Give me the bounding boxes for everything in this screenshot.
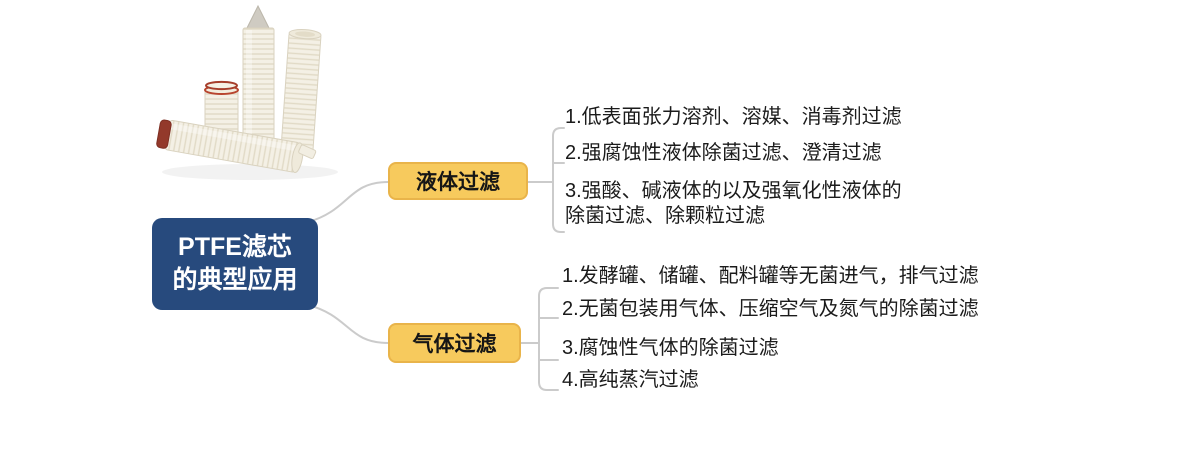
leaf-gas-item-1: 1.发酵罐、储罐、配料罐等无菌进气，排气过滤: [562, 264, 979, 289]
leaf-gas-item-4: 4.高纯蒸汽过滤: [562, 368, 699, 393]
filter-cartridges-photo: [156, 4, 338, 180]
cartridge-lying: [156, 119, 317, 173]
edge-gas-spine: [538, 287, 559, 391]
leaf-liquid-item-2: 2.强腐蚀性液体除菌过滤、澄清过滤: [565, 141, 882, 166]
leaf-gas-item-3: 3.腐蚀性气体的除菌过滤: [562, 336, 779, 361]
leaf-gas-item-2: 2.无菌包装用气体、压缩空气及氮气的除菌过滤: [562, 297, 979, 322]
branch-liquid-label: 液体过滤: [416, 171, 500, 194]
leaf-line: 2.强腐蚀性液体除菌过滤、澄清过滤: [565, 142, 882, 164]
leaf-line: 2.无菌包装用气体、压缩空气及氮气的除菌过滤: [562, 298, 979, 320]
leaf-line: 4.高纯蒸汽过滤: [562, 369, 699, 391]
leaf-line: 1.发酵罐、储罐、配料罐等无菌进气，排气过滤: [562, 265, 979, 287]
photo-shadow: [162, 164, 338, 180]
branch-gas-label: 气体过滤: [412, 333, 497, 356]
edge-liquid-spine: [552, 127, 565, 233]
branch-liquid-filtration: 液体过滤: [388, 162, 528, 200]
leaf-line: 除菌过滤、除颗粒过滤: [565, 205, 765, 227]
leaf-line: 1.低表面张力溶剂、溶媒、消毒剂过滤: [565, 106, 902, 128]
branch-gas-filtration: 气体过滤: [388, 323, 521, 363]
root-topic-label: PTFE滤芯 的典型应用: [172, 233, 298, 294]
cartridge-short: [204, 80, 239, 138]
root-topic: PTFE滤芯 的典型应用: [152, 218, 318, 310]
edge-root-liquid: [307, 181, 389, 223]
leaf-liquid-item-1: 1.低表面张力溶剂、溶媒、消毒剂过滤: [565, 105, 902, 130]
leaf-line: 3.腐蚀性气体的除菌过滤: [562, 337, 779, 359]
leaf-line: 3.强酸、碱液体的以及强氧化性液体的: [565, 180, 902, 202]
edge-root-gas: [307, 304, 389, 344]
leaf-liquid-item-3: 3.强酸、碱液体的以及强氧化性液体的 除菌过滤、除颗粒过滤: [565, 179, 902, 229]
